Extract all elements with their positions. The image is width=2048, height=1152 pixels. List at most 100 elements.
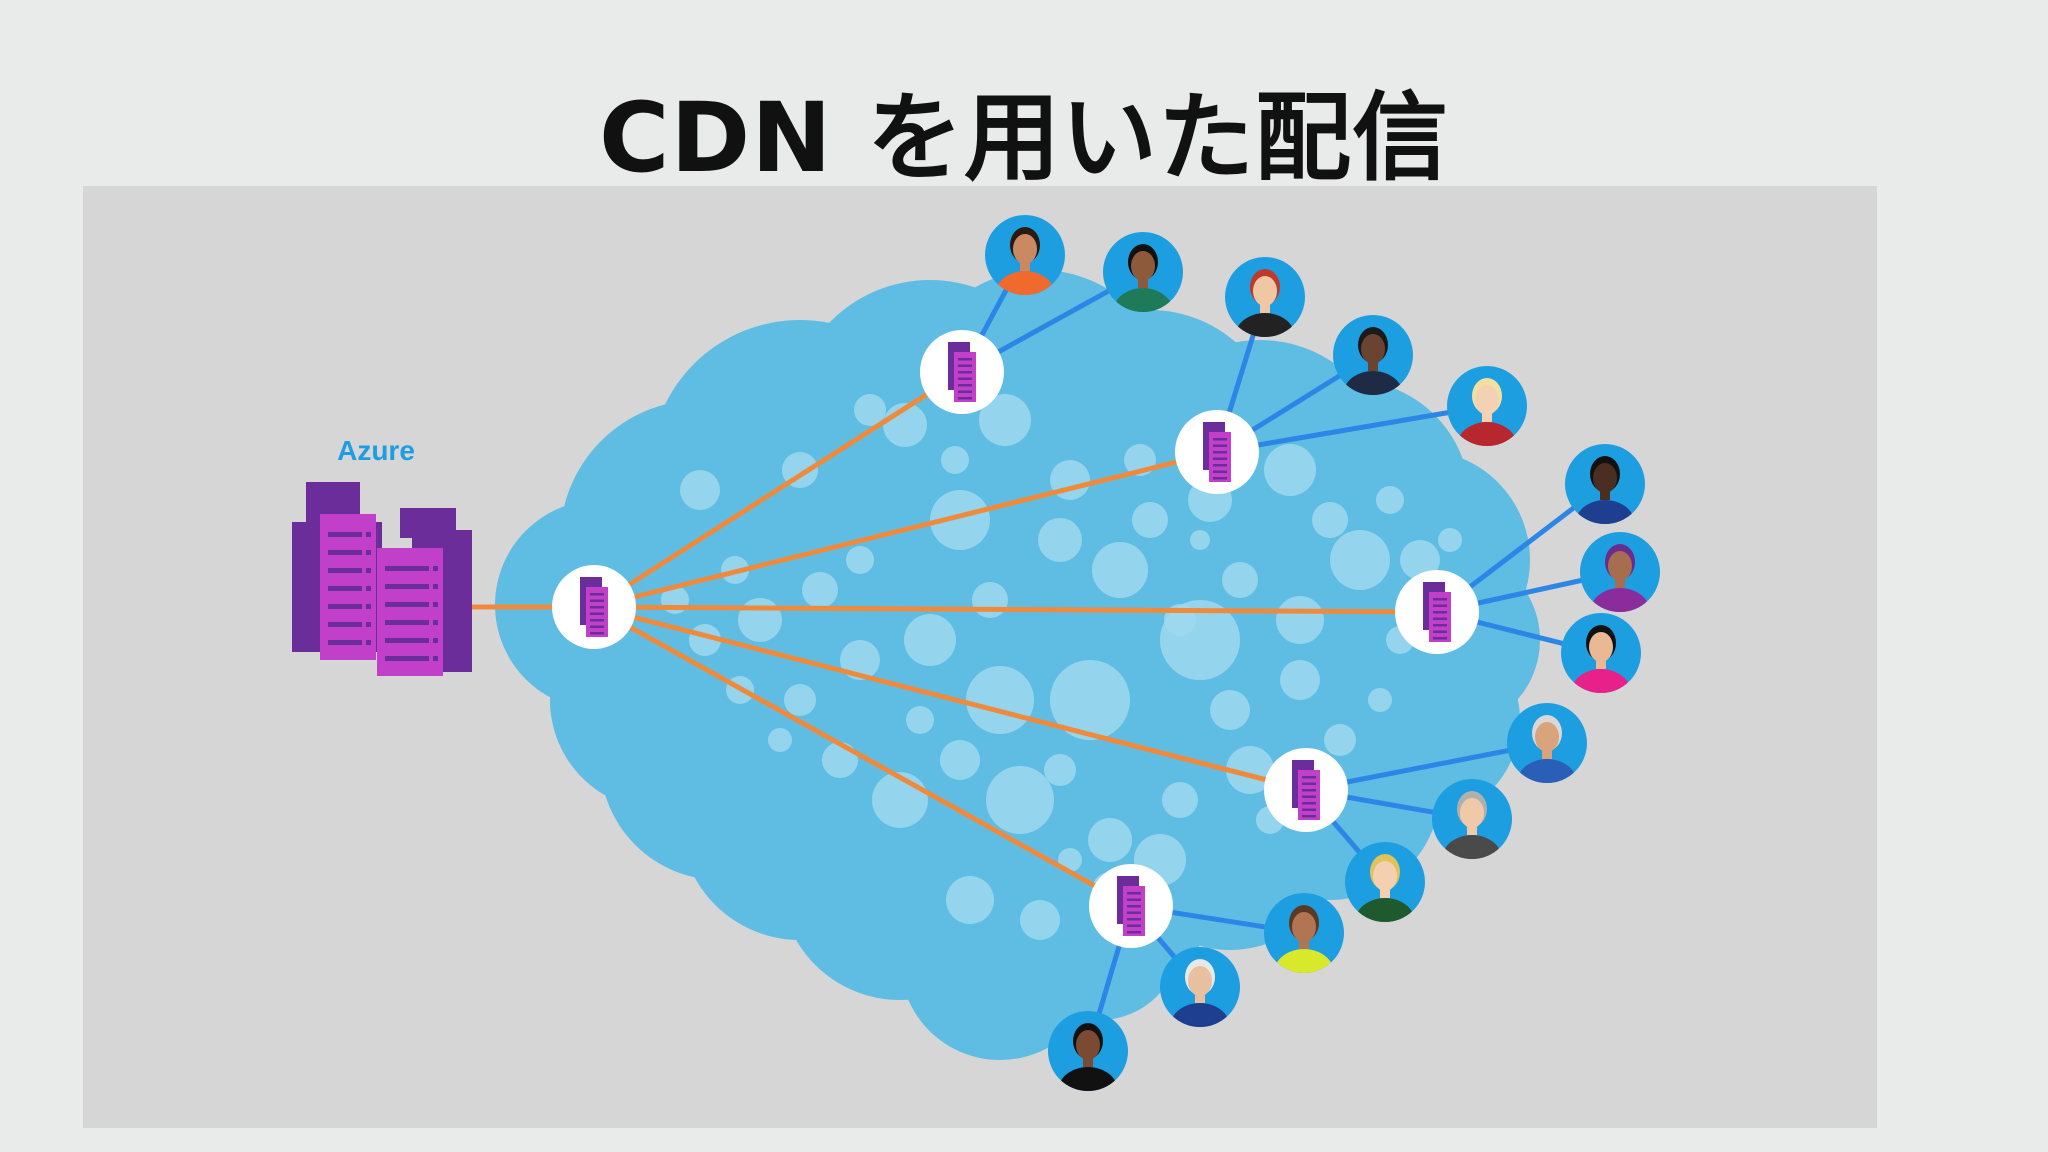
rack-led xyxy=(433,566,438,571)
cloud-bubble xyxy=(680,470,720,510)
avatar-face xyxy=(1460,798,1484,828)
avatar-face xyxy=(1013,234,1037,264)
avatar-body xyxy=(1442,835,1502,859)
avatar-neck xyxy=(1368,359,1378,371)
cloud-bubble xyxy=(1312,502,1348,538)
node-server-slot xyxy=(958,358,972,361)
cloud-bubble xyxy=(1368,688,1392,712)
cloud-bubble xyxy=(1190,530,1210,550)
avatar-figure xyxy=(1235,269,1295,337)
edge-node-right xyxy=(1395,570,1479,654)
cloud-bubble xyxy=(946,876,994,924)
node-server-slot xyxy=(1302,776,1316,779)
cloud-bubble xyxy=(1050,660,1130,740)
avatar-neck xyxy=(1299,937,1309,949)
hub-edge-link xyxy=(592,369,964,610)
edge-node-top xyxy=(920,330,1004,414)
node-server-slot xyxy=(1433,611,1447,614)
node-server-slot xyxy=(590,625,604,628)
node-server-slot xyxy=(1302,795,1316,798)
rack-slot xyxy=(385,584,429,589)
edge-node-upper-right xyxy=(1175,410,1259,494)
avatar-neck xyxy=(1482,410,1492,422)
node-server-slot xyxy=(1302,808,1316,811)
node-server-slot xyxy=(1433,624,1447,627)
node-server-slot xyxy=(1127,911,1141,914)
slide-title: CDN を用いた配信 xyxy=(599,82,1449,194)
user-avatar-12 xyxy=(1264,893,1344,973)
avatar-body xyxy=(1517,759,1577,783)
node-server-slot xyxy=(1213,444,1227,447)
node-server-slot xyxy=(1127,892,1141,895)
user-avatar-3 xyxy=(1225,257,1305,337)
rack-slot xyxy=(328,622,362,627)
rack-led xyxy=(433,620,438,625)
node-server-slot xyxy=(590,619,604,622)
origin-datacenter xyxy=(292,482,472,676)
avatar-face xyxy=(1373,861,1397,891)
node-server-slot xyxy=(958,377,972,380)
avatar-face xyxy=(1253,276,1277,306)
rack-slot xyxy=(328,550,362,555)
rack-slot xyxy=(328,604,362,609)
rack-led xyxy=(433,656,438,661)
cloud-bubble xyxy=(904,614,956,666)
avatar-body xyxy=(1274,949,1334,973)
cloud-bubble xyxy=(930,490,990,550)
avatar-face xyxy=(1361,334,1385,364)
hub-edge-link xyxy=(593,604,1438,615)
avatar-body xyxy=(995,271,1055,295)
avatar-body xyxy=(1235,313,1295,337)
avatar-figure xyxy=(1575,456,1635,524)
node-server-slot xyxy=(958,371,972,374)
rack-led xyxy=(433,584,438,589)
avatar-figure xyxy=(1343,327,1403,395)
cloud-bubble xyxy=(768,728,792,752)
avatar-face xyxy=(1608,551,1632,581)
cloud-bubble xyxy=(1264,444,1316,496)
node-server-slot xyxy=(1127,924,1141,927)
node-server-slot xyxy=(1433,637,1447,640)
cloud-bubble xyxy=(1088,818,1132,862)
avatar-figure xyxy=(1274,905,1334,973)
cloud-bubble xyxy=(940,740,980,780)
node-server-slot xyxy=(1302,782,1316,785)
cloud-bubble xyxy=(854,394,886,426)
cloud-bubble xyxy=(1162,782,1198,818)
node-server-slot xyxy=(1213,470,1227,473)
avatar-neck xyxy=(1380,886,1390,898)
node-server-slot xyxy=(1127,898,1141,901)
avatar-figure xyxy=(1590,544,1650,612)
cloud-network xyxy=(495,270,1540,1060)
rack-led xyxy=(433,602,438,607)
cloud-bubble xyxy=(1044,754,1076,786)
avatar-face xyxy=(1188,966,1212,996)
cloud-bubble xyxy=(1226,746,1274,794)
avatar-neck xyxy=(1615,576,1625,588)
node-server-slot xyxy=(1213,457,1227,460)
user-avatar-2 xyxy=(1103,232,1183,312)
cloud-bubble xyxy=(1222,562,1258,598)
node-server-slot xyxy=(958,384,972,387)
avatar-figure xyxy=(1457,378,1517,446)
cloud-blob xyxy=(730,590,1030,890)
cloud-bubble xyxy=(986,766,1054,834)
avatar-body xyxy=(1355,898,1415,922)
avatar-figure xyxy=(1517,715,1577,783)
cloud-bubble xyxy=(1330,530,1390,590)
cloud-bubble xyxy=(1280,660,1320,700)
rack-slot xyxy=(328,532,362,537)
user-avatar-7 xyxy=(1580,532,1660,612)
node-server-slot xyxy=(1302,789,1316,792)
rack-led xyxy=(366,640,371,645)
cloud-bubble xyxy=(966,666,1034,734)
cloud-bubble xyxy=(1092,542,1148,598)
cloud-bubble xyxy=(1132,502,1168,538)
rack-led xyxy=(366,586,371,591)
avatar-body xyxy=(1575,500,1635,524)
user-avatar-13 xyxy=(1160,947,1240,1027)
user-avatar-9 xyxy=(1507,703,1587,783)
avatar-figure xyxy=(1170,959,1230,1027)
edge-node-lower-right xyxy=(1264,748,1348,832)
avatar-neck xyxy=(1467,823,1477,835)
